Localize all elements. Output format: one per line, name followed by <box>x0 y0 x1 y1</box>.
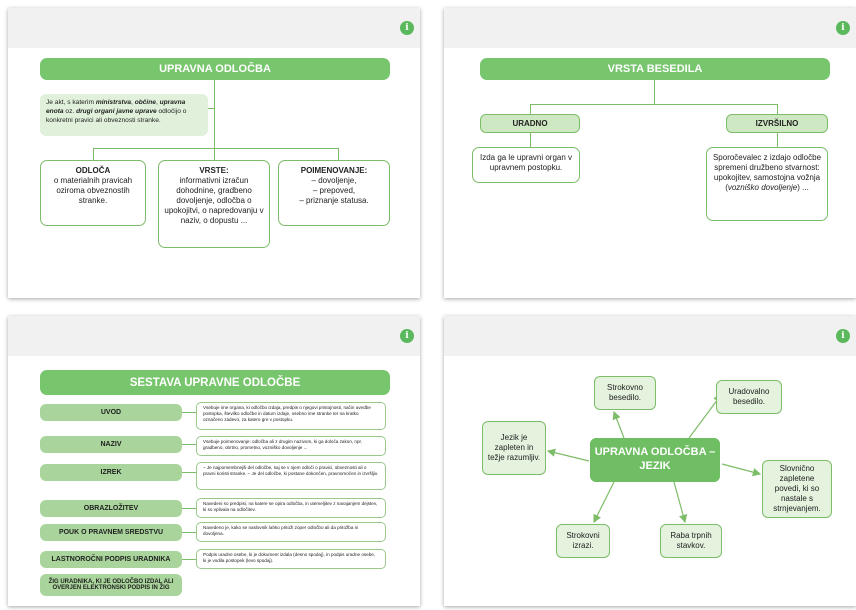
connector-line <box>182 559 196 560</box>
info-icon[interactable]: i <box>400 329 414 343</box>
slide-header-bar <box>444 316 856 356</box>
mindmap-node-strokovno: Strokovno besedilo. <box>594 376 656 410</box>
definition-text: Je akt, s katerim <box>46 99 96 106</box>
box-poimenovanje: POIMENOVANJE: – dovoljenje, – prepoved, … <box>278 160 390 226</box>
box-title: POIMENOVANJE: <box>300 166 368 175</box>
row-label-pouk: POUK O PRAVNEM SREDSTVU <box>40 524 182 541</box>
mindmap-node-uradovalno: Uradovalno besedilo. <box>716 380 782 414</box>
info-icon[interactable]: i <box>836 329 850 343</box>
arrow-line <box>721 463 762 477</box>
row-label-zig: ŽIG URADNIKA, KI JE ODLOČBO IZDAL ALI OV… <box>40 574 182 596</box>
row-label-podpis: LASTNOROČNI PODPIS URADNIKA <box>40 551 182 568</box>
box-line: – priznanje statusa. <box>299 196 369 205</box>
definition-text: oz. <box>63 107 77 115</box>
box-title: VRSTE: <box>199 166 229 175</box>
connector-line <box>654 80 655 104</box>
row-text-izrek: – Je najpomembnejši del odločbe, saj se … <box>196 462 386 490</box>
row-label-obrazlozitev: OBRAZLOŽITEV <box>40 500 182 517</box>
row-text-obrazlozitev: Navedeni so predpisi, na katere se opira… <box>196 498 386 518</box>
box-uradno: Izda ga le upravni organ v upravnem post… <box>472 147 580 183</box>
connector-line <box>214 148 215 160</box>
row-label-naziv: NAZIV <box>40 436 182 453</box>
box-text: ) ... <box>797 183 809 192</box>
row-text-uvod: Vsebuje ime organa, ki odločbo izdaja, p… <box>196 402 386 430</box>
slide-upravna-odlocba[interactable]: i UPRAVNA ODLOČBA Je akt, s katerim mini… <box>8 8 420 298</box>
box-text-emphasis: vozniško dovoljenje <box>727 183 798 192</box>
slide-header-bar <box>8 316 420 356</box>
definition-text: , <box>131 99 135 106</box>
info-icon[interactable]: i <box>836 21 850 35</box>
box-line: – prepoved, <box>312 186 356 195</box>
connector-line <box>530 104 778 105</box>
arrow-line <box>673 481 688 524</box>
info-icon[interactable]: i <box>400 21 414 35</box>
connector-line <box>777 104 778 114</box>
slide-header-bar <box>8 8 420 48</box>
slide-title: UPRAVNA ODLOČBA <box>40 58 390 80</box>
definition-text: odločijo o konkretni pravici ali obvezno… <box>46 107 187 124</box>
box-odloca: ODLOČA o materialnih pravicah oziroma ob… <box>40 160 146 226</box>
row-text-naziv: Vsebuje poimenovanje: odločba ali z drug… <box>196 436 386 456</box>
mindmap-node-jezik: Jezik je zapleten in težje razumljiv. <box>482 421 546 475</box>
arrow-line <box>593 481 615 524</box>
connector-line <box>530 133 531 147</box>
connector-line <box>182 532 196 533</box>
label-uradno: URADNO <box>480 114 580 133</box>
connector-line <box>182 444 196 445</box>
slide-header-bar <box>444 8 856 48</box>
connector-line <box>182 508 196 509</box>
connector-line <box>214 80 215 148</box>
box-line: – dovoljenje, <box>311 176 357 185</box>
connector-line <box>208 108 214 109</box>
definition-text: občine <box>134 99 156 106</box>
row-text-podpis: Podpis uradne osebe, ki je dokument izda… <box>196 549 386 569</box>
definition-text: drugi organi javne uprave <box>76 107 157 115</box>
slide-vrsta-besedila[interactable]: i VRSTA BESEDILA URADNO IZVRŠILNO Izda g… <box>444 8 856 298</box>
box-title: ODLOČA <box>75 166 111 175</box>
slide-title: SESTAVA UPRAVNE ODLOČBE <box>40 370 390 395</box>
label-izvrsilno: IZVRŠILNO <box>726 114 828 133</box>
box-izvrsilno: Sporočevalec z izdajo odločbe spremeni d… <box>706 147 828 221</box>
definition-text: ministrstva <box>95 99 132 106</box>
connector-line <box>182 472 196 473</box>
connector-line <box>93 148 339 149</box>
slide-title: VRSTA BESEDILA <box>480 58 830 80</box>
box-text: o materialnih pravicah oziroma obveznost… <box>53 176 133 205</box>
definition-text: , <box>155 99 160 106</box>
arrow-line <box>546 448 590 462</box>
connector-line <box>777 133 778 147</box>
row-label-izrek: IZREK <box>40 464 182 481</box>
slide-jezik[interactable]: i UPRAVNA ODLOČBA – JEZIK Strokovno bese… <box>444 316 856 606</box>
mindmap-node-trpni: Raba trpnih stavkov. <box>660 524 722 558</box>
mindmap-center: UPRAVNA ODLOČBA – JEZIK <box>590 438 720 482</box>
definition-text: upravna enota <box>46 99 186 115</box>
arrow-line <box>612 410 625 439</box>
row-label-uvod: UVOD <box>40 404 182 421</box>
box-text: informativni izračun dohodnine, gradbeno… <box>164 176 264 225</box>
connector-line <box>338 148 339 160</box>
box-vrste: VRSTE: informativni izračun dohodnine, g… <box>158 160 270 248</box>
row-text-pouk: Navedeno je, kako se naslovnik lahko pri… <box>196 522 386 542</box>
connector-line <box>182 412 196 413</box>
slide-sestava-upravne-odlocbe[interactable]: i SESTAVA UPRAVNE ODLOČBE UVOD Vsebuje i… <box>8 316 420 606</box>
box-text: Sporočevalec z izdajo odločbe spremeni d… <box>712 153 822 192</box>
connector-line <box>530 104 531 114</box>
mindmap-node-slovnicno: Slovnično zapletene povedi, ki so nastal… <box>762 460 832 518</box>
definition-box: Je akt, s katerim ministrstva, občine, u… <box>40 94 208 136</box>
arrow-line <box>688 394 722 439</box>
connector-line <box>93 148 94 160</box>
mindmap-node-izrazi: Strokovni izrazi. <box>556 524 610 558</box>
mindmap-arrows <box>546 394 762 524</box>
